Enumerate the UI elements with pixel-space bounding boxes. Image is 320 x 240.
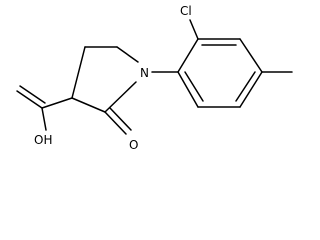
ketone-bond-1 [104,111,127,135]
ketone-oxygen-label: O [129,138,138,152]
aryl-bond-1 [177,38,199,73]
ketone-bond-2 [109,107,132,131]
aryl-bond-6 [177,71,199,108]
nitrogen-label: N [140,66,149,80]
chlorine-label: Cl [180,4,192,18]
aryl-bond-4 [239,71,263,108]
bond-n-ch2 [116,46,139,63]
aromatic-inner-2 [235,71,256,102]
aryl-bond-3 [239,38,263,73]
carbonyl-bond-1 [16,90,43,109]
bond-c-oh [41,107,47,131]
bond-c2-n [104,81,137,113]
chemical-structure: N Cl O OH [16,4,293,152]
bond-ch2-ch [71,46,86,99]
bond-ch-c2 [71,97,106,113]
carbonyl-bond-2 [19,85,46,104]
hydroxyl-label: OH [34,133,52,147]
bond-ch-cooh [41,97,73,109]
bond-aryl-cl [189,19,199,40]
aromatic-inner-3 [184,71,204,102]
